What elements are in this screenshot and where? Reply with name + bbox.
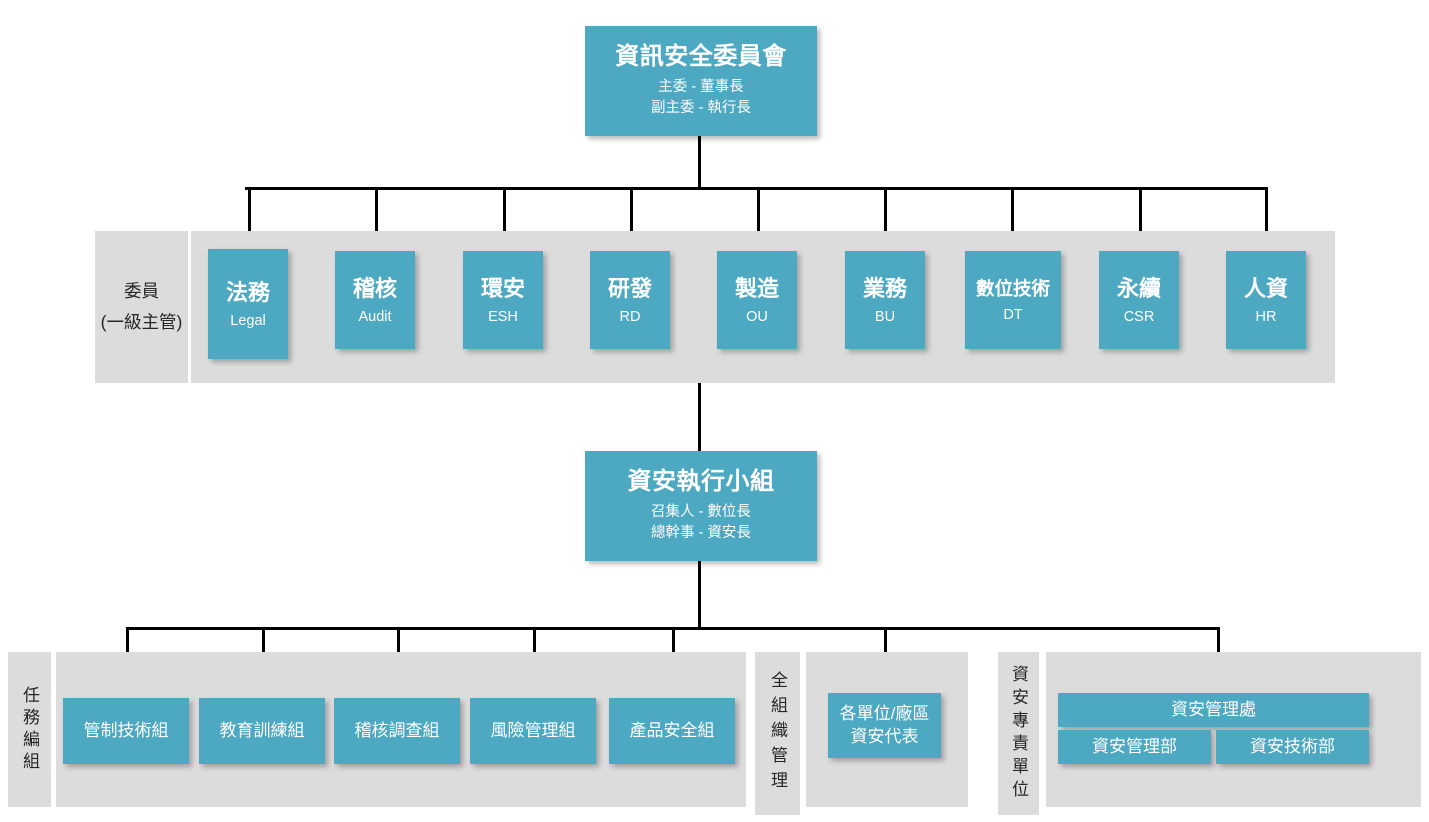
committee-label-panel — [95, 231, 188, 383]
committee-member-legal[interactable]: 法務 Legal — [208, 249, 288, 359]
dedicated-unit-department-1[interactable]: 資安管理部 — [1058, 730, 1211, 764]
committee-label-line1: 委員 — [124, 281, 159, 302]
committee-member-ou-en: OU — [746, 308, 768, 325]
committee-member-rd[interactable]: 研發 RD — [590, 251, 670, 349]
committee-member-ou[interactable]: 製造 OU — [717, 251, 797, 349]
mid-node-role-1: 召集人 - 數位長 — [651, 504, 751, 521]
committee-member-csr-en: CSR — [1123, 308, 1155, 325]
committee-member-csr-cn: 永續 — [1116, 275, 1161, 301]
committee-member-audit-cn: 稽核 — [352, 275, 397, 301]
connector-committee-to-mid — [698, 383, 701, 451]
connector-mid-to-bottom-bus — [698, 561, 701, 629]
connector-drop-hr — [1265, 187, 1268, 249]
mid-node-role-2: 總幹事 - 資安長 — [651, 525, 751, 542]
dedicated-unit-panel — [1046, 652, 1421, 807]
site-rep-line1: 各單位/廠區 — [839, 704, 930, 724]
top-node-title: 資訊安全委員會 — [615, 42, 787, 70]
committee-member-hr-en: HR — [1255, 308, 1277, 325]
top-node-role-1: 主委 - 董事長 — [658, 79, 744, 96]
task-force-group-1[interactable]: 管制技術組 — [63, 698, 189, 764]
connector-drop-dt — [1011, 187, 1014, 249]
site-rep-line2: 資安代表 — [850, 726, 919, 746]
dedicated-unit-label-panel — [998, 652, 1039, 815]
committee-label-line2: (一級主管) — [100, 312, 183, 332]
dedicated-unit-label: 資安專責單位 — [1009, 664, 1028, 803]
committee-member-hr[interactable]: 人資 HR — [1226, 251, 1306, 349]
committee-member-esh-en: ESH — [488, 308, 518, 325]
connector-drop-ou — [757, 187, 760, 249]
task-force-label-panel — [8, 652, 51, 807]
committee-member-csr[interactable]: 永續 CSR — [1099, 251, 1179, 349]
node-information-security-committee[interactable]: 資訊安全委員會 主委 - 董事長 副主委 - 執行長 — [585, 26, 817, 136]
committee-member-esh[interactable]: 環安 ESH — [463, 251, 543, 349]
connector-drop-bu — [884, 187, 887, 249]
dedicated-unit-department-2[interactable]: 資安技術部 — [1216, 730, 1369, 764]
mid-node-title: 資安執行小組 — [627, 467, 775, 495]
dedicated-unit-head[interactable]: 資安管理處 — [1058, 693, 1369, 727]
connector-committee-bus — [245, 187, 1267, 190]
task-force-group-3[interactable]: 稽核調查組 — [334, 698, 460, 764]
committee-member-ou-cn: 製造 — [734, 275, 779, 301]
task-force-label: 任務編組 — [20, 685, 39, 774]
committee-member-legal-en: Legal — [230, 312, 266, 329]
committee-member-audit-en: Audit — [358, 308, 392, 325]
connector-drop-audit — [375, 187, 378, 249]
task-force-group-5[interactable]: 產品安全組 — [609, 698, 735, 764]
committee-member-dt-cn: 數位技術 — [975, 278, 1050, 300]
node-security-execution-team[interactable]: 資安執行小組 召集人 - 數位長 總幹事 - 資安長 — [585, 451, 817, 561]
committee-member-bu[interactable]: 業務 BU — [845, 251, 925, 349]
committee-member-hr-cn: 人資 — [1243, 275, 1288, 301]
org-wide-label-panel — [755, 652, 800, 815]
connector-drop-rd — [630, 187, 633, 249]
committee-member-legal-cn: 法務 — [225, 279, 270, 305]
org-wide-site-representative[interactable]: 各單位/廠區 資安代表 — [828, 693, 941, 758]
task-force-group-2[interactable]: 教育訓練組 — [199, 698, 325, 764]
committee-row-label: 委員 (一級主管) — [95, 231, 188, 383]
top-node-role-2: 副主委 - 執行長 — [651, 100, 751, 117]
committee-member-rd-cn: 研發 — [607, 275, 652, 301]
connector-drop-esh — [503, 187, 506, 249]
committee-member-dt[interactable]: 數位技術 DT — [965, 251, 1061, 349]
committee-member-rd-en: RD — [619, 308, 641, 325]
connector-top-to-bus — [698, 136, 701, 189]
task-force-group-4[interactable]: 風險管理組 — [470, 698, 596, 764]
connector-drop-legal — [248, 187, 251, 249]
connector-drop-csr — [1139, 187, 1142, 249]
org-wide-label: 全組織管理 — [768, 671, 787, 796]
committee-member-dt-en: DT — [1003, 306, 1023, 323]
committee-member-bu-en: BU — [874, 308, 896, 325]
committee-member-bu-cn: 業務 — [862, 275, 907, 301]
committee-member-audit[interactable]: 稽核 Audit — [335, 251, 415, 349]
committee-member-esh-cn: 環安 — [480, 275, 525, 301]
